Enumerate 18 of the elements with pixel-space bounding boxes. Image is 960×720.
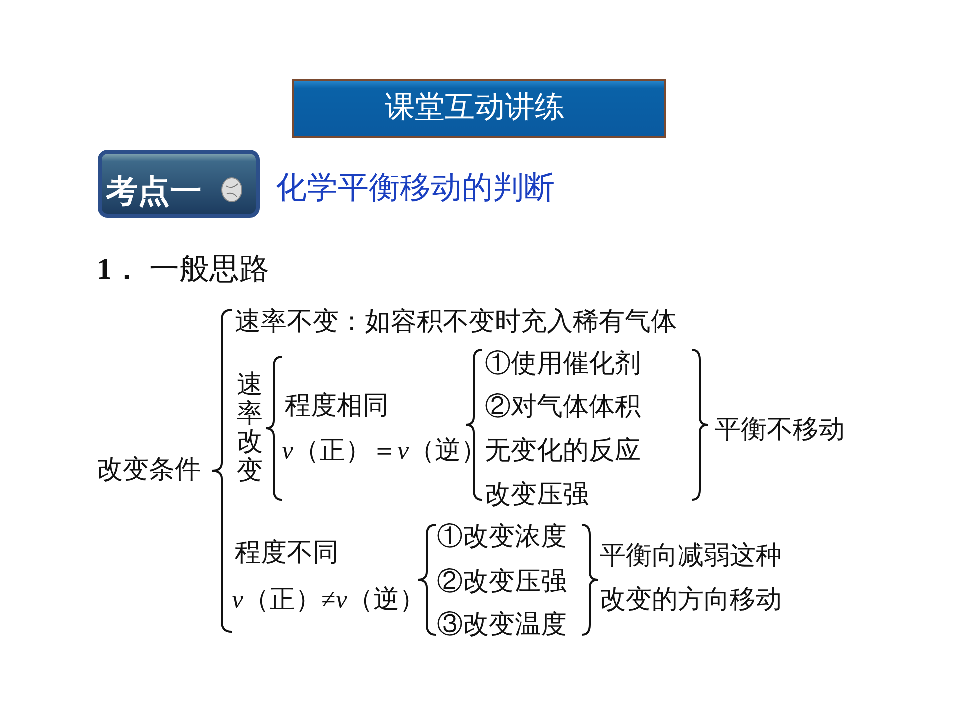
concept-text: 程度相同 [285, 391, 389, 421]
subheading: 1． 一般思路 [97, 255, 270, 285]
concept-text: 平衡不移动 [715, 415, 845, 445]
concept-text: ③改变温度 [437, 610, 567, 640]
concept-text: ②对气体体积无变化的反应改变压强 [485, 391, 642, 511]
concept-text: 平衡向减弱这种改变的方向移动 [600, 540, 783, 616]
concept-text: 速率不变：如容积不变时充入稀有气体 [235, 307, 677, 337]
badge-text: 考点一 [106, 176, 202, 206]
concept-text: 速率改变 [237, 371, 263, 486]
banner-title: 课堂互动讲练 [385, 93, 565, 123]
concept-text: ①使用催化剂 [485, 349, 641, 379]
section-heading: 化学平衡移动的判断 [276, 173, 555, 203]
concept-text: 改变条件 [97, 455, 201, 485]
equation-text: v（正）＝v（逆） [282, 436, 488, 466]
concept-text: ②改变压强 [437, 567, 567, 597]
concept-text: ①改变浓度 [437, 522, 567, 552]
equation-text: v（正）≠v（逆） [232, 585, 426, 615]
concept-text: 程度不同 [235, 538, 339, 568]
